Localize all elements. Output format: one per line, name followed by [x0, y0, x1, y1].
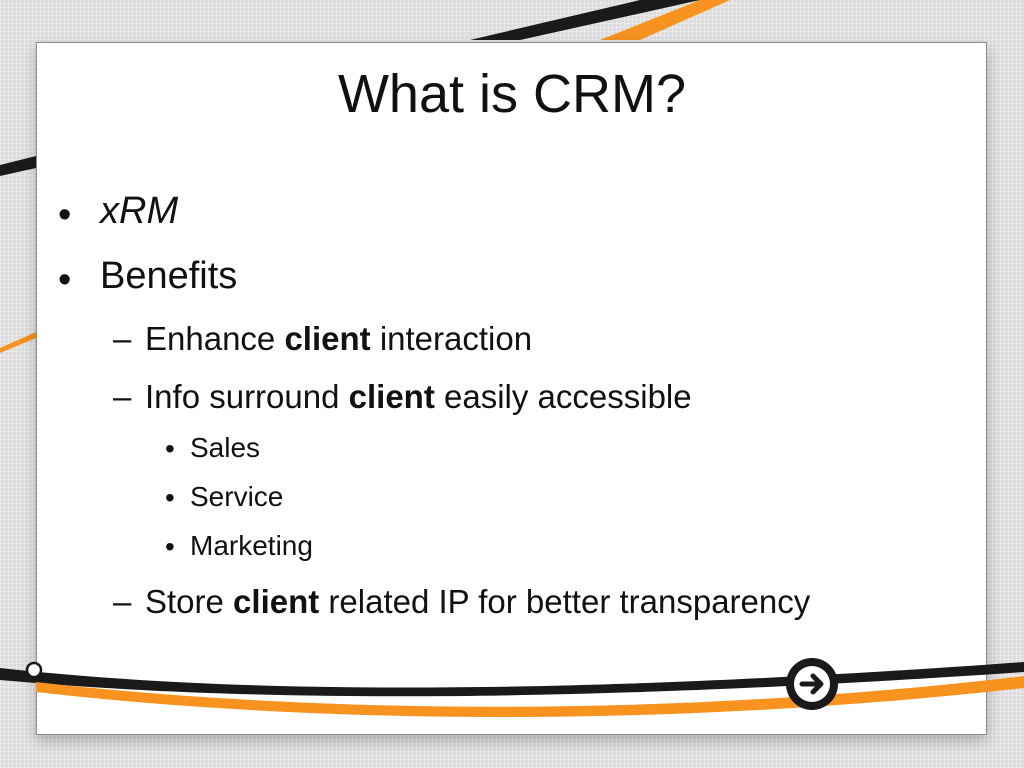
dash-marker: – [113, 378, 132, 415]
bullet-marker: • [165, 482, 175, 513]
bullet-item-enhance: Enhance client interaction [145, 320, 533, 357]
bullet-marker: • [58, 259, 72, 301]
bullet-item-benefits: Benefits [100, 255, 238, 297]
bullet-item-sales: Sales [190, 432, 261, 463]
bullet-item-info: Info surround client easily accessible [145, 378, 692, 415]
dash-marker: – [113, 320, 132, 357]
slide-card [36, 42, 987, 735]
bullet-item-store: Store client related IP for better trans… [145, 583, 811, 620]
bullet-marker: • [165, 433, 175, 464]
slide-title: What is CRM? [337, 64, 687, 124]
dash-marker: – [113, 583, 132, 620]
timeline-dot-icon [25, 661, 43, 679]
bullet-marker: • [58, 194, 72, 236]
bullet-item-marketing: Marketing [190, 530, 313, 561]
bullet-item-xrm: xRM [100, 190, 179, 232]
arrow-right-circle-icon[interactable] [784, 656, 840, 712]
bullet-marker: • [165, 531, 175, 562]
bullet-item-service: Service [190, 481, 284, 512]
